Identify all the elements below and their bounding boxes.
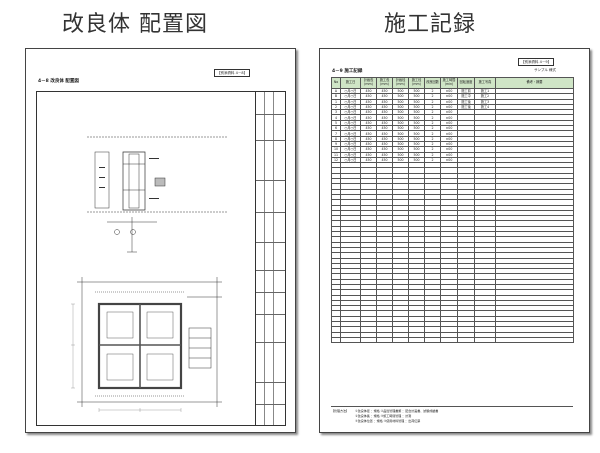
column-header: 計画長(mm) (360, 77, 377, 89)
layout-drawing (71, 136, 227, 412)
table-row-empty (331, 183, 574, 190)
drawing-ref-label: 【別添資料 4－8】 (214, 69, 251, 77)
drawing-title-block (255, 92, 285, 425)
column-header: No (331, 77, 341, 89)
table-cell (474, 336, 496, 344)
record-title: 4－9 施工記録 (332, 69, 363, 74)
table-cell (495, 336, 574, 344)
column-header: 改良回数 (424, 77, 441, 89)
heading-construction-record: 施工記録 (384, 12, 477, 37)
column-header: 施工径(mm) (408, 77, 425, 89)
table-cell (340, 336, 361, 344)
drawing-frame (36, 91, 286, 426)
footer-line: ①改良体径 ：規格 ②品質管理書類 ：配合計画書、試験成績書 (355, 409, 439, 413)
column-header: 回転速度 (457, 77, 475, 89)
table-row-empty (331, 225, 574, 233)
column-header: 備考・摘要 (495, 77, 574, 89)
record-footer: 【管理方法】 ①改良体径 ：規格 ②品質管理書類 ：配合計画書、試験成績書 ②改… (331, 406, 573, 428)
record-ref-label: 【別添資料 4－9】 (518, 58, 555, 66)
table-row-empty (331, 178, 574, 185)
drawing-title: 4－8 改良体 配置図 (38, 79, 79, 84)
footer-label: 【管理方法】 (331, 409, 350, 413)
footer-line: ②改良体長 ：規格 ③施工時間管理 ：計測 (355, 414, 412, 418)
column-header: 施工写真 (474, 77, 496, 89)
table-cell (331, 336, 341, 344)
table-cell (408, 336, 425, 344)
heading-layout-drawing: 改良体 配置図 (62, 12, 208, 37)
table-cell (440, 336, 458, 344)
table-row-empty (331, 336, 574, 344)
table-cell (376, 336, 393, 344)
table-cell (360, 336, 377, 344)
table-cell (392, 336, 409, 344)
column-header: 計画径(mm) (392, 77, 409, 89)
table-row-empty (331, 331, 574, 338)
column-header: 施工日 (340, 77, 361, 89)
table-cell (424, 336, 441, 344)
table-row-empty (331, 236, 574, 243)
table-row-empty (331, 262, 574, 270)
drawing-sheet: 【別添資料 4－8】 4－8 改良体 配置図 (25, 48, 296, 433)
table-row-empty (331, 230, 574, 238)
table-cell (457, 336, 475, 344)
sample-note: サンプル 様式 (534, 68, 557, 72)
column-header: 施工時間(min) (440, 77, 458, 89)
footer-line: ③改良体位置 ：規格 ④使用材料管理 ：出荷伝票 (355, 419, 421, 423)
column-header: 施工長(mm) (376, 77, 393, 89)
